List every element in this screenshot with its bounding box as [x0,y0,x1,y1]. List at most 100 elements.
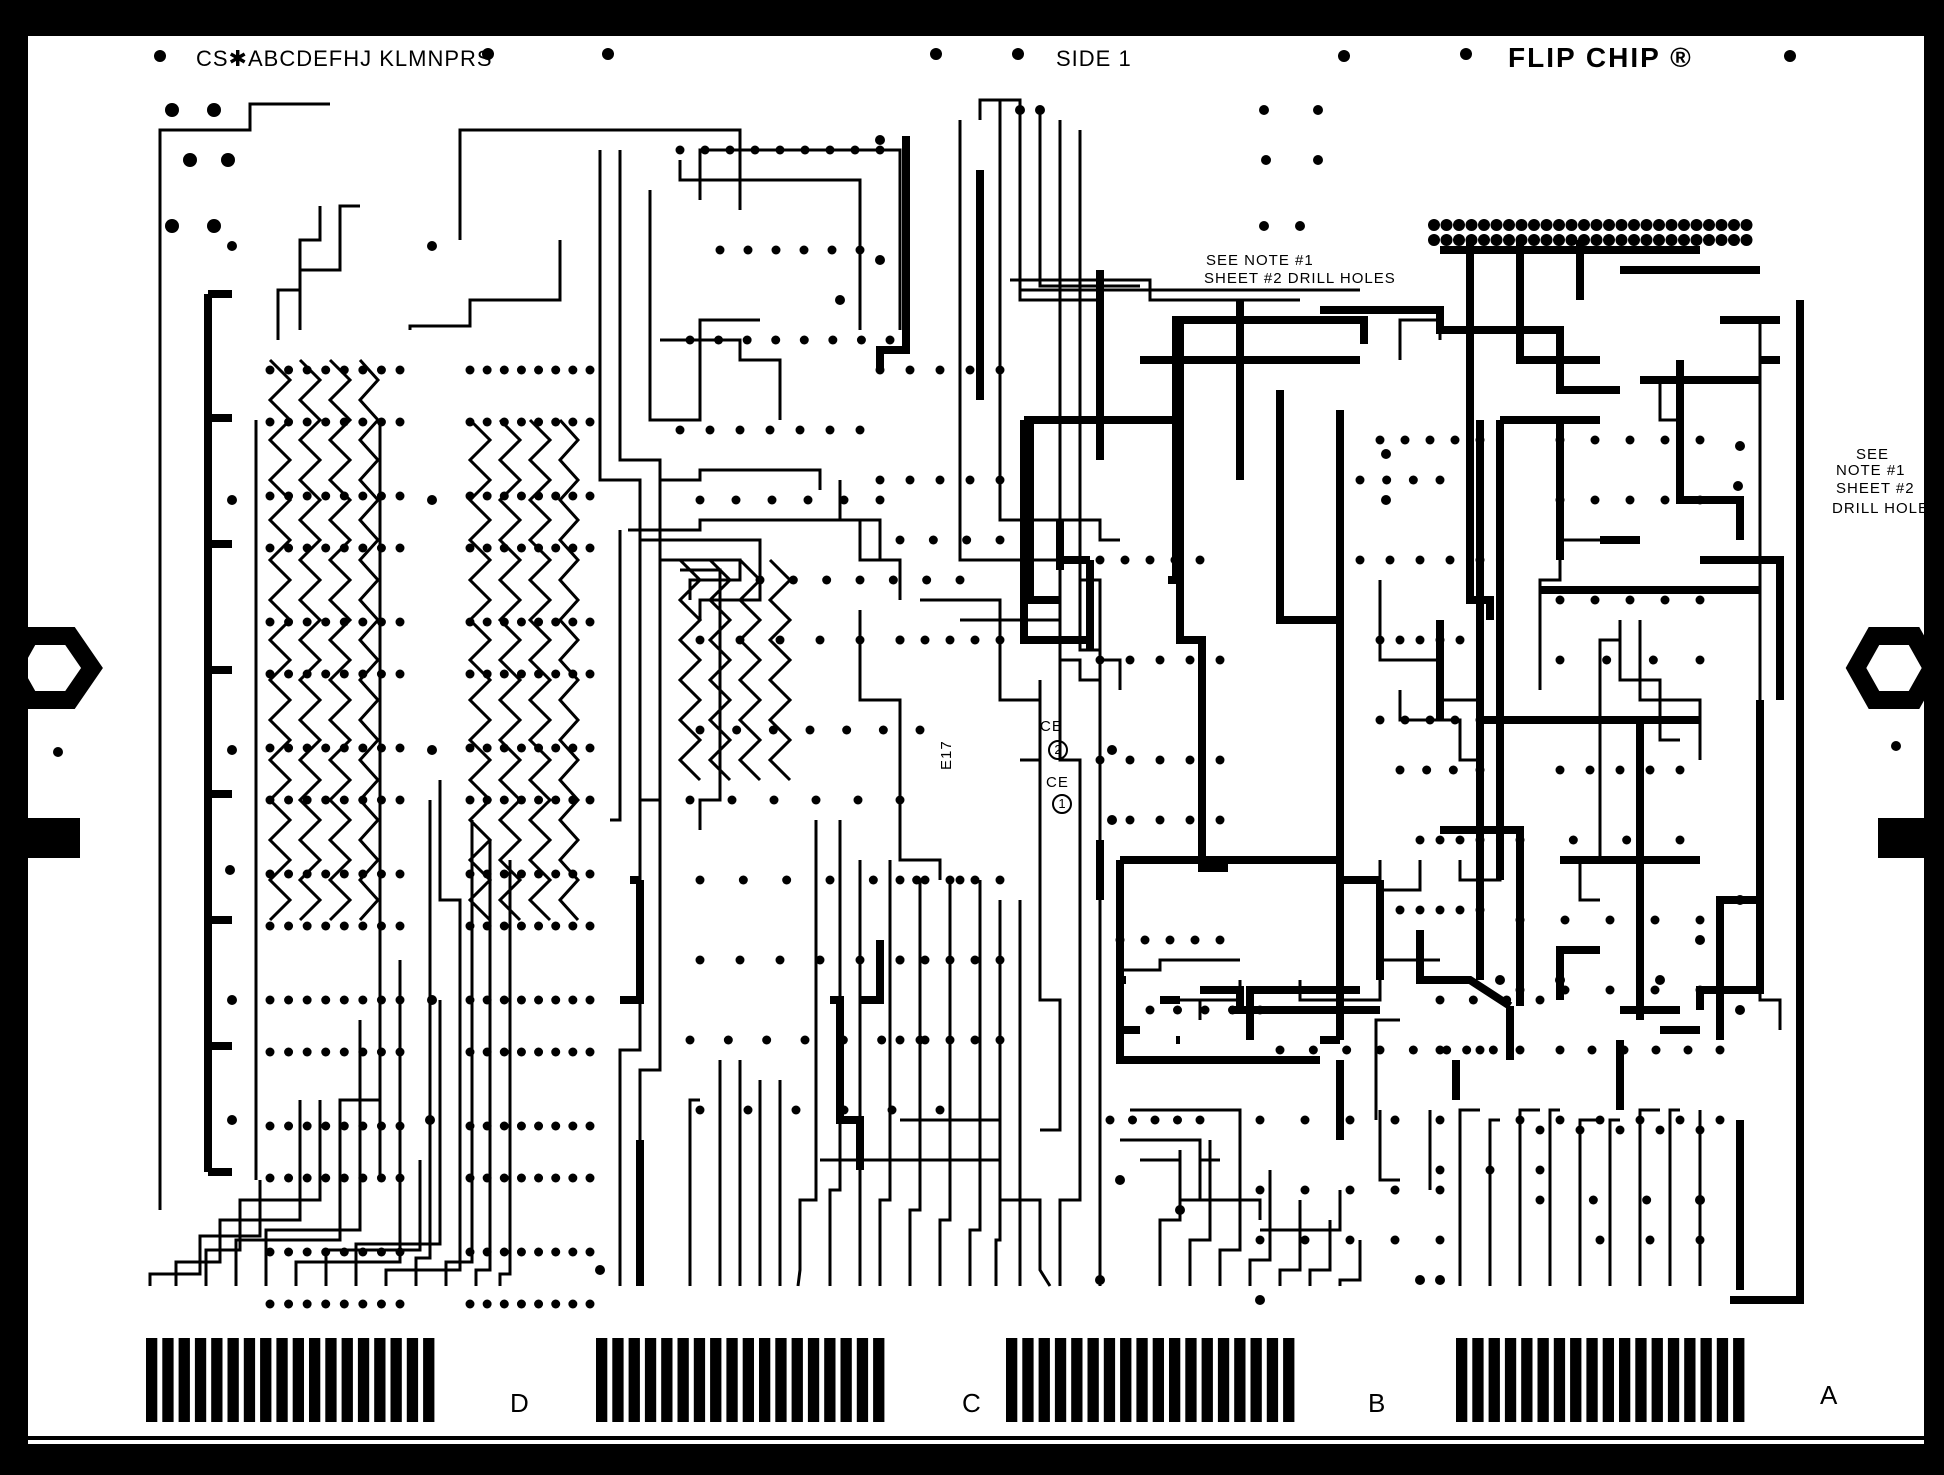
note-right-line4: DRILL HOLES [1832,500,1940,517]
connector-finger [1684,1338,1696,1422]
connector-finger [1635,1338,1647,1422]
connector-d-label: D [510,1388,530,1418]
right-traces [1010,260,1782,1286]
connector-finger [390,1338,402,1422]
connector-finger [840,1338,852,1422]
pin-a-a: A [1800,1448,1815,1470]
connector-finger [1250,1338,1262,1422]
connector-finger [423,1338,435,1422]
pin-c-a: A [944,1448,959,1470]
connector-finger [1586,1338,1598,1422]
connector-finger [406,1338,419,1422]
ce2-label: CE [1040,718,1063,735]
connector-finger [325,1338,337,1422]
note-right-line3: SHEET #2 [1836,480,1915,497]
connector-finger [1006,1338,1018,1422]
connector-finger [1619,1338,1631,1422]
connector-finger [292,1338,304,1422]
connector-finger [791,1338,803,1422]
component-pads [225,105,1753,1309]
pin-b-a: A [1354,1448,1369,1470]
tab-left [28,818,80,858]
connector-finger [726,1338,738,1422]
connector-finger [162,1338,174,1422]
ce2-number: 2 [1048,740,1068,760]
side-label: SIDE 1 [1056,46,1132,71]
connector-b-label: B [1368,1388,1387,1418]
note-center-line2: SHEET #2 DRILL HOLES [1204,270,1396,287]
connector-finger [1651,1338,1663,1422]
pin-d-a: A [494,1448,509,1470]
connector-finger [1054,1338,1067,1422]
pin-d-v: V [144,1448,159,1470]
connector-finger [759,1338,771,1422]
connector-finger [1266,1338,1279,1422]
connector-finger [1602,1338,1614,1422]
connector-finger [211,1338,223,1422]
connector-finger [628,1338,640,1422]
connector-c-label: C [962,1388,982,1418]
connector-finger [742,1338,754,1422]
connector-finger [1071,1338,1083,1422]
connector-finger [309,1338,321,1422]
connector-finger [194,1338,207,1422]
connector-finger [1667,1338,1680,1422]
heavy-traces [620,136,1624,1286]
connector-finger [178,1338,190,1422]
connector-finger [596,1338,608,1422]
connector-finger [1283,1338,1295,1422]
connector-finger [1136,1338,1148,1422]
connector-finger [1472,1338,1484,1422]
connector-finger [1456,1338,1468,1422]
connector-finger [1120,1338,1132,1422]
connector-finger [1022,1338,1034,1422]
connector-finger [146,1338,158,1422]
connector-finger [775,1338,787,1422]
connector-finger [644,1338,657,1422]
connector-finger [227,1338,239,1422]
row-legend: CS✱ABCDEFHJ KLMNPRS [196,46,493,71]
pin-c-v: V [596,1448,611,1470]
connector-finger [710,1338,722,1422]
connector-finger [1716,1338,1729,1422]
connector-finger [873,1338,885,1422]
note-right-line1: SEE [1856,446,1890,463]
connector-finger [1553,1338,1566,1422]
connector-finger [1201,1338,1213,1422]
pin-b-v: V [1004,1448,1019,1470]
hex-right [1845,627,1943,709]
connector-finger [1217,1338,1230,1422]
connector-finger [260,1338,272,1422]
connector-finger [1234,1338,1246,1422]
connector-finger [1038,1338,1050,1422]
hex-left [1,627,103,709]
connector-finger [1185,1338,1197,1422]
connector-finger [1570,1338,1582,1422]
connector-finger [807,1338,820,1422]
connector-finger [357,1338,370,1422]
connector-finger [276,1338,288,1422]
connector-finger [661,1338,673,1422]
power-bus [1020,240,1804,1304]
connector-finger [1087,1338,1099,1422]
edge-strip-left [6,8,28,1448]
tab-right [1878,818,1928,858]
connector-finger [1537,1338,1549,1422]
ce1-number: 1 [1052,794,1072,814]
large-loops [1096,320,1300,1044]
connector-finger [1169,1338,1181,1422]
connector-finger [1103,1338,1116,1422]
connector-finger [341,1338,353,1422]
chip-ref: E17 [938,740,955,770]
left-bus [204,290,232,1176]
connector-finger [1488,1338,1500,1422]
connector-finger [693,1338,706,1422]
connector-finger [677,1338,689,1422]
center-bundles [610,98,1120,1287]
connector-finger [1521,1338,1533,1422]
edge-connector-fingers [146,1338,1745,1422]
edge-strip-right [1924,8,1940,1448]
connector-finger [856,1338,869,1422]
connector-finger [1733,1338,1745,1422]
